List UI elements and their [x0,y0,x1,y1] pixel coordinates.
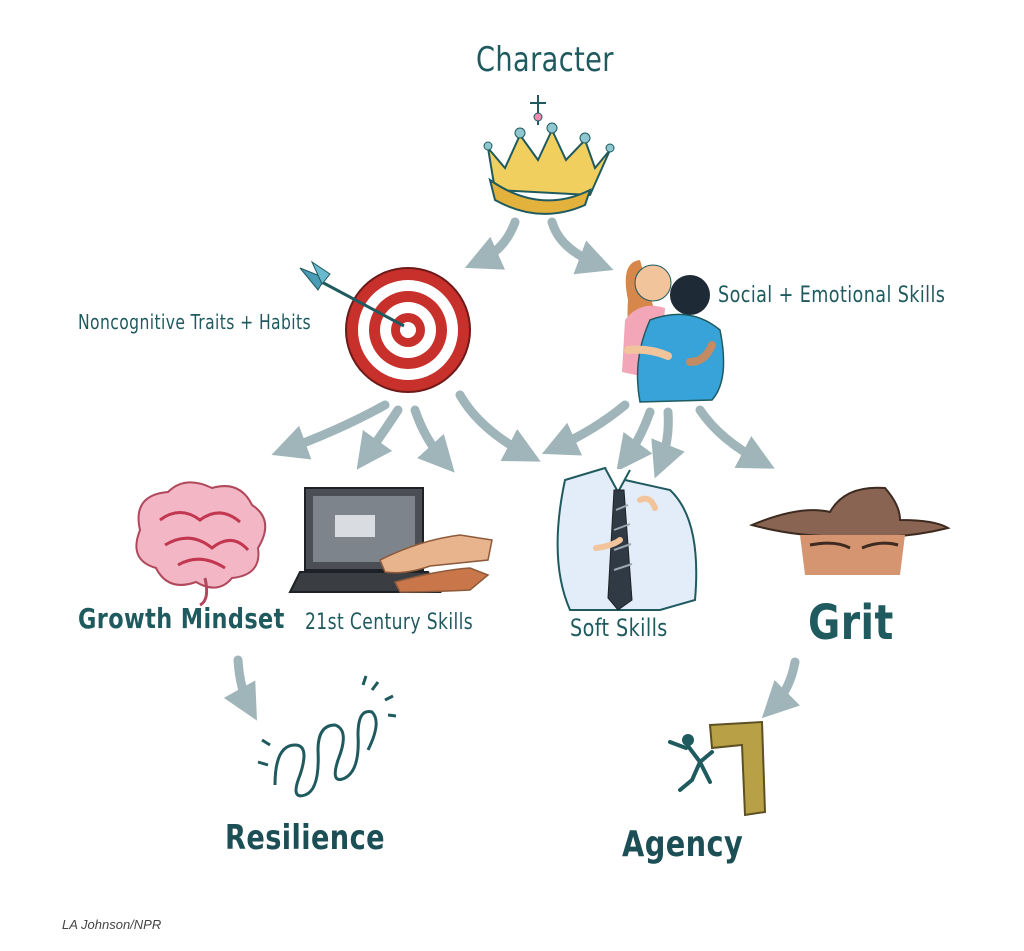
node-character: Character [476,40,614,80]
arrow-social-to-soft-a [541,400,630,456]
arrow-noncog-to-21st-a [356,405,403,470]
image-credit: LA Johnson/NPR [62,917,162,932]
arrow-noncog-to-21st-b [410,405,455,473]
node-grit: Grit [808,595,894,651]
node-agency: Agency [622,824,744,865]
cowboy-icon [748,486,951,575]
node-resilience: Resilience [225,818,385,858]
spring-icon [257,675,397,798]
arrow-social-to-soft-b [616,407,655,472]
climber-icon [668,720,767,817]
node-growth-mindset: Growth Mindset [78,602,285,635]
hug-icon [622,260,725,403]
node-social-emotional: Social + Emotional Skills [718,283,946,308]
arrow-social-to-grit-b [695,405,775,469]
laptop-icon [288,487,493,593]
target-icon [299,260,471,393]
arrow-noncog-to-soft [455,390,541,462]
node-21st-century-skills: 21st Century Skills [305,610,474,635]
node-soft-skills: Soft Skills [570,614,668,642]
arrows [223,217,801,721]
arrow-growth-to-resilience [223,655,257,721]
crown-icon [483,95,615,215]
arrow-character-to-noncognitive [464,217,520,270]
arrow-social-to-grit-a [651,407,685,479]
node-noncognitive: Noncognitive Traits + Habits [78,310,312,334]
arrow-character-to-social [547,217,614,275]
brain-icon [135,481,267,607]
shirt-tie-icon [556,466,698,611]
arrow-noncog-to-growth [271,400,390,460]
arrow-grit-to-agency [761,657,801,719]
